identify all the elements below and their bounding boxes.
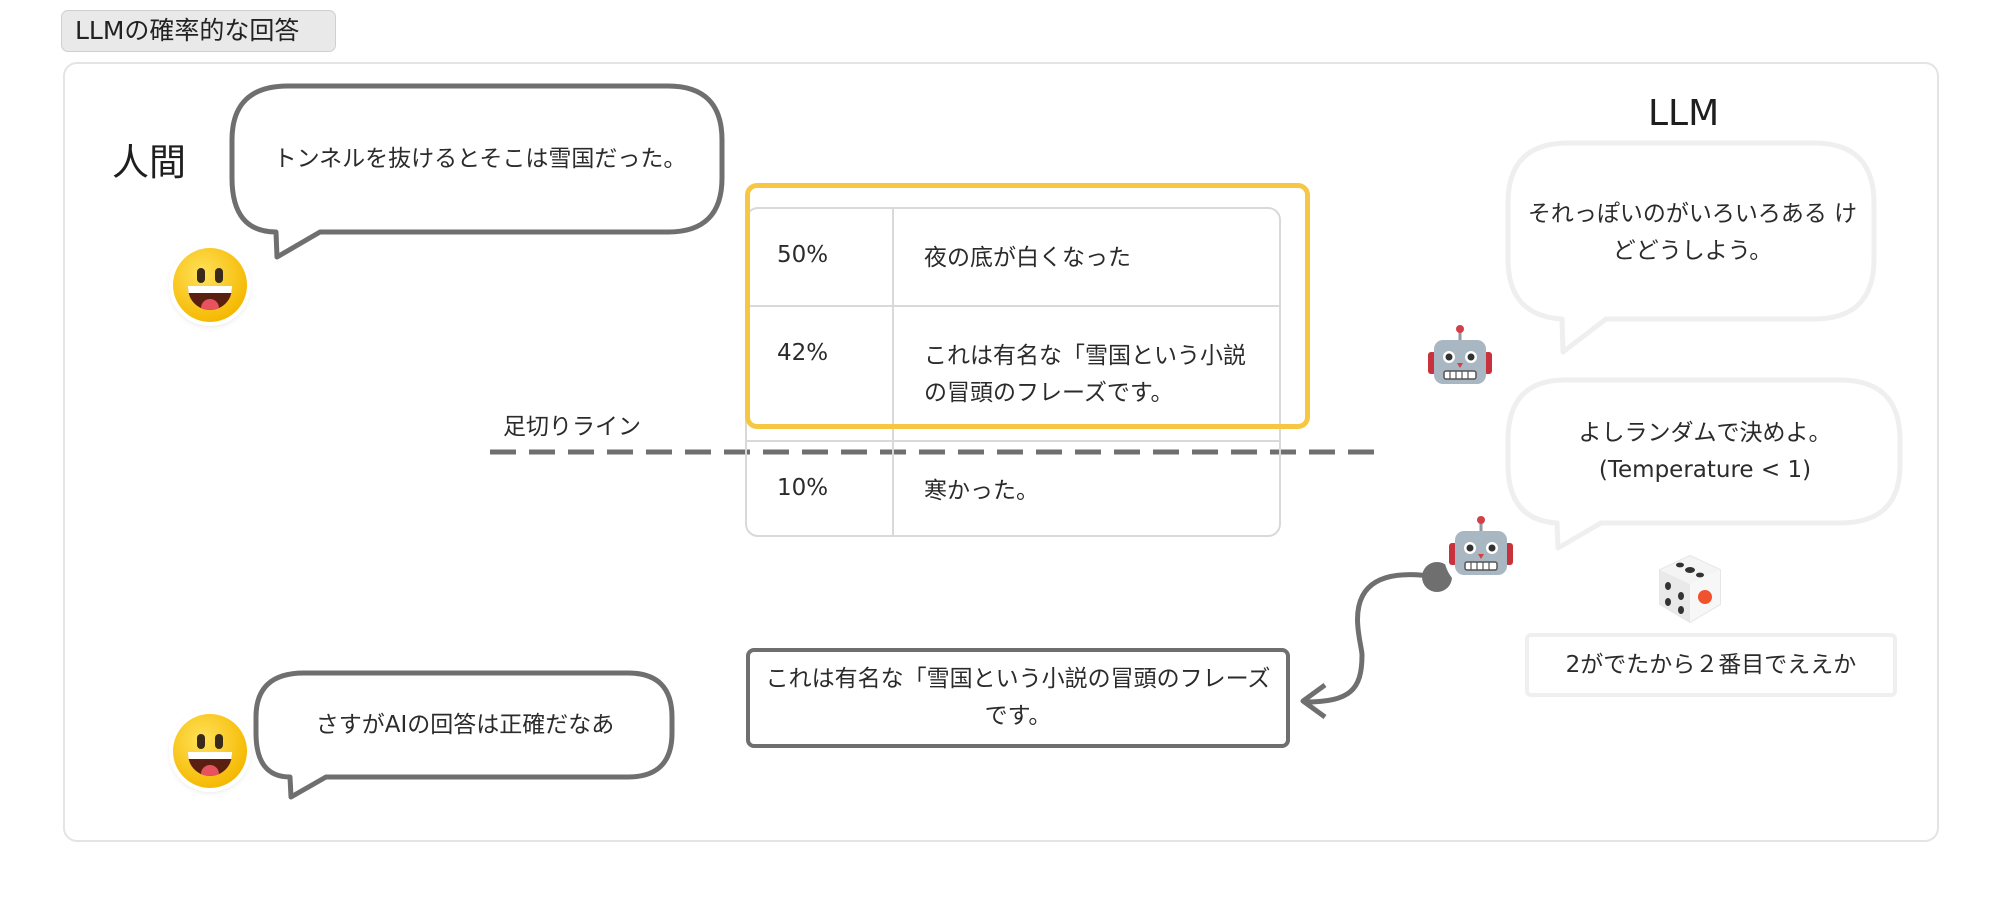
dice-result-box: 2がでたから２番目でええか bbox=[1525, 633, 1897, 697]
cutoff-label: 足切りライン bbox=[503, 414, 641, 440]
dice-icon bbox=[1659, 554, 1721, 624]
human-prompt-bubble bbox=[229, 83, 725, 260]
diagram-frame bbox=[63, 62, 1939, 842]
human-reaction-bubble bbox=[253, 670, 675, 800]
label-llm: LLM bbox=[1648, 93, 1720, 134]
top-candidates-highlight bbox=[745, 183, 1310, 429]
candidate-text: 夜の底が白くなった bbox=[924, 245, 1131, 271]
human-reaction-text: さすがAIの回答は正確だなあ bbox=[315, 711, 615, 738]
answer-arrow bbox=[1304, 572, 1438, 705]
table-row: 42% これは有名な「雪国という小説の冒頭のフレーズです。 bbox=[747, 307, 1279, 442]
table-column-divider bbox=[892, 209, 894, 535]
robot-icon bbox=[1444, 516, 1518, 592]
table-row: 50% 夜の底が白くなった bbox=[747, 209, 1279, 307]
candidate-prob: 10% bbox=[777, 475, 829, 501]
llm-decide-line1: よしランダムで決めよ。 bbox=[1578, 420, 1832, 446]
llm-decide-line2: (Temperature < 1) bbox=[1598, 457, 1812, 483]
llm-thinking-text: それっぽいのがいろいろある けどどうしよう。 bbox=[1527, 201, 1858, 264]
candidate-text: これは有名な「雪国という小説の冒頭のフレーズです。 bbox=[924, 343, 1246, 406]
robot-icon bbox=[1423, 325, 1497, 401]
llm-decide-bubble bbox=[1505, 377, 1903, 551]
title-tag: LLMの確率的な回答 bbox=[61, 10, 336, 52]
llm-decide-text: よしランダムで決めよ。 (Temperature < 1) bbox=[1525, 413, 1885, 491]
candidate-prob: 42% bbox=[777, 340, 829, 366]
candidate-table: 50% 夜の底が白くなった 42% これは有名な「雪国という小説の冒頭のフレーズ… bbox=[745, 207, 1281, 537]
candidate-text: 寒かった。 bbox=[924, 478, 1039, 504]
smiley-face-icon bbox=[173, 248, 247, 322]
human-prompt-text: トンネルを抜けるとそこは雪国だった。 bbox=[273, 145, 687, 172]
smiley-face-icon bbox=[173, 714, 247, 788]
llm-thinking-bubble bbox=[1505, 140, 1877, 355]
arrow-start-dot bbox=[1422, 562, 1452, 592]
label-human: 人間 bbox=[112, 141, 186, 184]
candidate-prob: 50% bbox=[777, 242, 829, 268]
selected-answer-box: これは有名な「雪国という小説の冒頭のフレーズです。 bbox=[746, 648, 1290, 748]
arrow-head bbox=[1300, 682, 1327, 720]
table-row: 10% 寒かった。 bbox=[747, 442, 1279, 535]
